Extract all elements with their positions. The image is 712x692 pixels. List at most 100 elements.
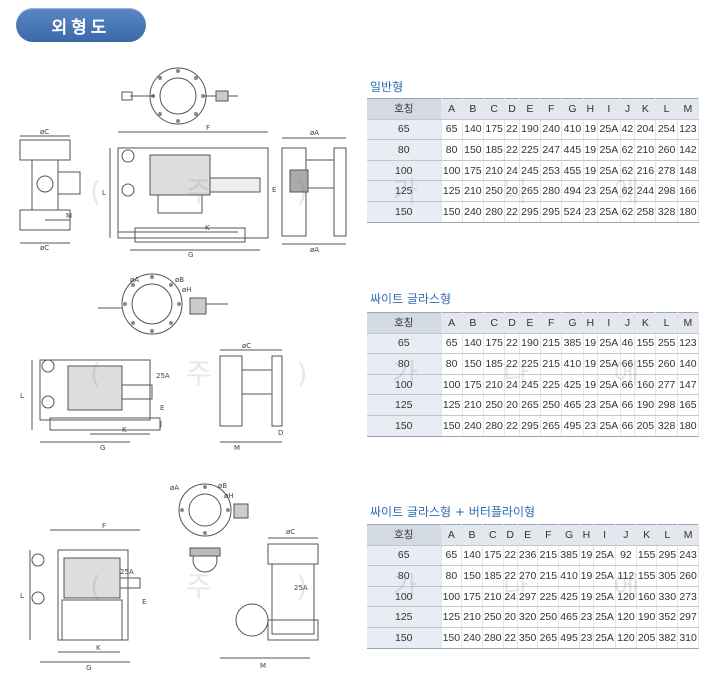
column-header: L [656, 524, 679, 546]
dimension-cell: 260 [655, 139, 678, 161]
dimension-cell: 277 [655, 374, 678, 396]
column-header: E [519, 98, 542, 120]
dimension-cell: 205 [634, 415, 657, 437]
dimension-cell: 385 [561, 333, 584, 355]
dimension-cell: 225 [537, 586, 560, 608]
dimension-cell: 155 [634, 333, 657, 355]
svg-text:øA: øA [310, 246, 319, 254]
column-header: D [503, 524, 518, 546]
svg-text:25A: 25A [156, 372, 170, 380]
dimension-cell: 23 [579, 627, 595, 649]
column-header: L [655, 312, 678, 334]
dimension-cell: 255 [655, 333, 678, 355]
dimension-cell: 210 [482, 586, 504, 608]
dimension-cell: 123 [677, 119, 700, 141]
svg-text:L: L [102, 189, 106, 197]
nominal-size-cell: 80 [367, 565, 442, 587]
dimension-cell: 80 [441, 565, 463, 587]
dimension-cell: 298 [655, 394, 678, 416]
dimension-cell: 46 [620, 333, 636, 355]
svg-text:E: E [160, 404, 164, 412]
svg-text:M: M [66, 212, 72, 220]
dimension-cell: 244 [634, 180, 657, 202]
dimension-cell: 185 [483, 139, 506, 161]
dimension-cell: 328 [655, 415, 678, 437]
column-header: H [579, 524, 595, 546]
dimension-cell: 295 [656, 545, 679, 567]
svg-text:øC: øC [40, 244, 49, 252]
nominal-size-cell: 65 [367, 545, 442, 567]
dimension-cell: 150 [441, 201, 463, 223]
dimension-cell: 250 [483, 394, 506, 416]
dimension-cell: 25A [597, 201, 621, 223]
dimension-cell: 250 [483, 180, 506, 202]
dimension-cell: 524 [561, 201, 584, 223]
page-title: 외형도 [16, 8, 146, 42]
column-header: C [483, 312, 506, 334]
dimension-cell: 465 [561, 394, 584, 416]
dimension-cell: 204 [634, 119, 657, 141]
dimension-cell: 465 [558, 606, 580, 628]
dimension-cell: 352 [656, 606, 679, 628]
dimension-cell: 270 [517, 565, 539, 587]
dimension-cell: 250 [537, 606, 560, 628]
column-header: J [620, 312, 636, 334]
dimension-cell: 140 [461, 545, 483, 567]
dimension-cell: 140 [677, 353, 700, 375]
dimension-cell: 25A [597, 353, 621, 375]
dimension-cell: 62 [620, 160, 636, 182]
dimension-cell: 19 [583, 353, 599, 375]
column-header: 호칭 [367, 312, 442, 334]
dimension-cell: 295 [519, 201, 542, 223]
column-header: L [655, 98, 678, 120]
dimension-cell: 25A [597, 119, 621, 141]
dimension-cell: 494 [561, 180, 584, 202]
dimension-cell: 160 [636, 586, 658, 608]
dimension-cell: 155 [634, 353, 657, 375]
column-header: K [634, 312, 657, 334]
dimension-cell: 247 [540, 139, 563, 161]
dimension-cell: 215 [540, 333, 563, 355]
svg-text:K: K [122, 426, 127, 434]
column-header: I [597, 312, 621, 334]
dimension-cell: 66 [620, 394, 636, 416]
dimension-cell: 42 [620, 119, 636, 141]
dimension-cell: 260 [655, 353, 678, 375]
dimension-cell: 25A [597, 160, 621, 182]
column-header: G [558, 524, 580, 546]
dimension-cell: 23 [583, 394, 599, 416]
svg-text:øH: øH [182, 286, 192, 294]
nominal-size-cell: 100 [367, 586, 442, 608]
dimension-cell: 240 [462, 415, 485, 437]
dimension-cell: 175 [462, 160, 485, 182]
dimension-cell: 25A [593, 545, 617, 567]
svg-text:F: F [102, 522, 106, 530]
dimension-cell: 147 [677, 374, 700, 396]
svg-text:øC: øC [242, 342, 251, 350]
column-header: J [620, 98, 636, 120]
dimension-cell: 254 [655, 119, 678, 141]
dimension-cell: 265 [537, 627, 560, 649]
dimension-cell: 23 [583, 201, 599, 223]
dimension-cell: 22 [503, 545, 518, 567]
dimension-cell: 65 [441, 119, 463, 141]
dimension-cell: 22 [504, 415, 520, 437]
dimension-cell: 190 [636, 606, 658, 628]
dimension-cell: 66 [620, 353, 636, 375]
dimension-cell: 148 [677, 160, 700, 182]
svg-text:J: J [159, 420, 162, 428]
svg-text:øA: øA [310, 129, 319, 137]
dimension-cell: 495 [561, 415, 584, 437]
dimension-cell: 140 [462, 119, 485, 141]
dimension-cell: 123 [677, 333, 700, 355]
dimension-cell: 19 [579, 586, 595, 608]
column-header: B [462, 312, 485, 334]
